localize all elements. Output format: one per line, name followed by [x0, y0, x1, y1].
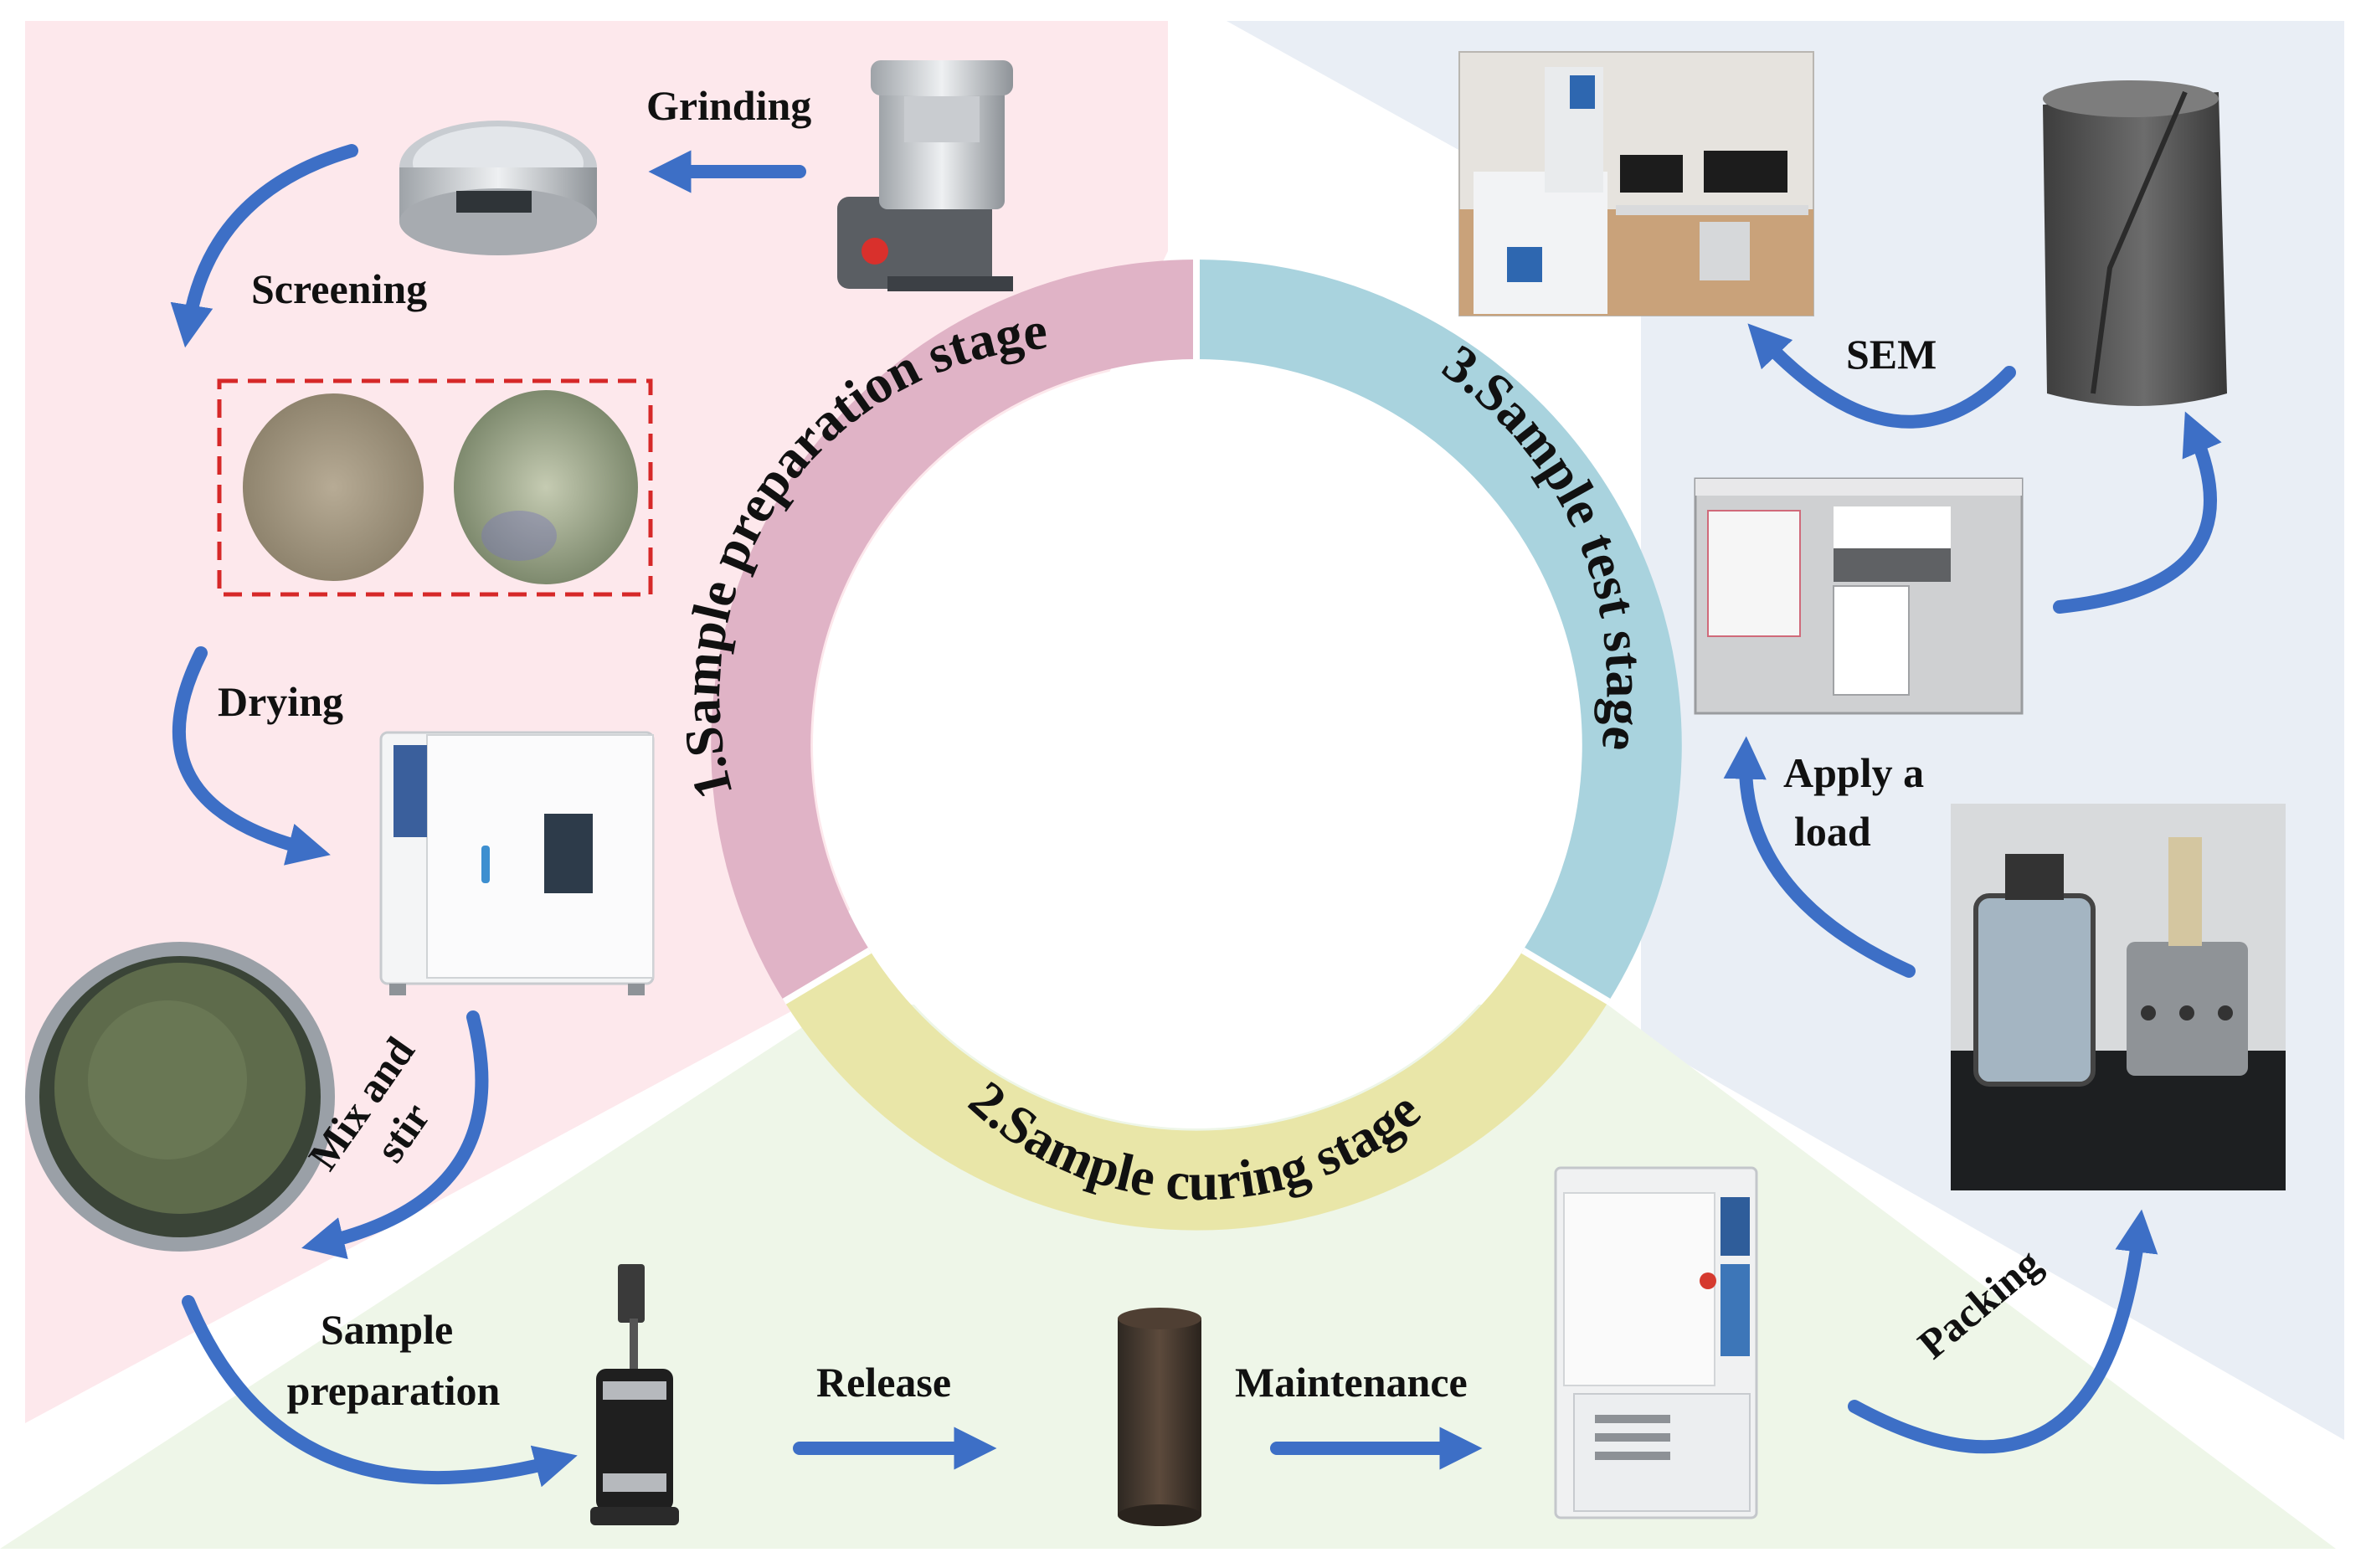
label-release: Release: [816, 1359, 951, 1406]
compaction-mold-icon: [590, 1264, 679, 1525]
svg-text:Sample: Sample: [321, 1306, 453, 1353]
stage-ring: [711, 260, 1682, 1231]
label-maintenance: Maintenance: [1235, 1359, 1468, 1406]
svg-text:load: load: [1794, 808, 1871, 855]
svg-text:preparation: preparation: [287, 1367, 501, 1414]
sem-lab-icon: [1458, 51, 1814, 316]
soil-powder-icon: [243, 390, 638, 584]
curing-chamber-icon: [1554, 1166, 1758, 1519]
soil-samples-box: [217, 378, 653, 597]
drying-oven-icon: [379, 731, 655, 995]
label-grinding: Grinding: [646, 82, 811, 129]
arrow-packing: [1848, 1209, 2158, 1454]
svg-text:Apply a: Apply a: [1783, 749, 1924, 796]
arrow-sem: [1747, 323, 2016, 429]
label-drying: Drying: [218, 678, 343, 725]
label-sem: SEM: [1846, 331, 1937, 378]
arrow-apply-load: [1723, 736, 1916, 978]
label-screening: Screening: [251, 265, 427, 312]
arrow-to-fracture: [2053, 411, 2222, 614]
ring-segment-preparation: [711, 260, 1196, 1002]
sieve-icon: [399, 121, 597, 255]
ring-segment-curing: [784, 950, 1609, 1231]
fractured-sample-icon: [2043, 80, 2227, 406]
arrow-screening: [170, 144, 358, 348]
grinder-icon: [837, 60, 1013, 291]
arrow-drying: [172, 646, 331, 866]
ring-segment-test: [1196, 260, 1682, 1002]
triaxial-apparatus-icon: [1951, 804, 2286, 1190]
arrow-mix-stir: [301, 1010, 489, 1260]
arrow-sample-preparation: [182, 1295, 578, 1488]
software-screen-icon: [1694, 477, 2024, 715]
flow-arrows: [170, 144, 2222, 1488]
label-apply-load: Apply a load: [1783, 749, 1924, 855]
soil-cylinder-icon: [1118, 1308, 1201, 1526]
mixing-bowl-icon: [25, 942, 335, 1252]
label-sample-preparation: Sample preparation: [287, 1306, 501, 1414]
